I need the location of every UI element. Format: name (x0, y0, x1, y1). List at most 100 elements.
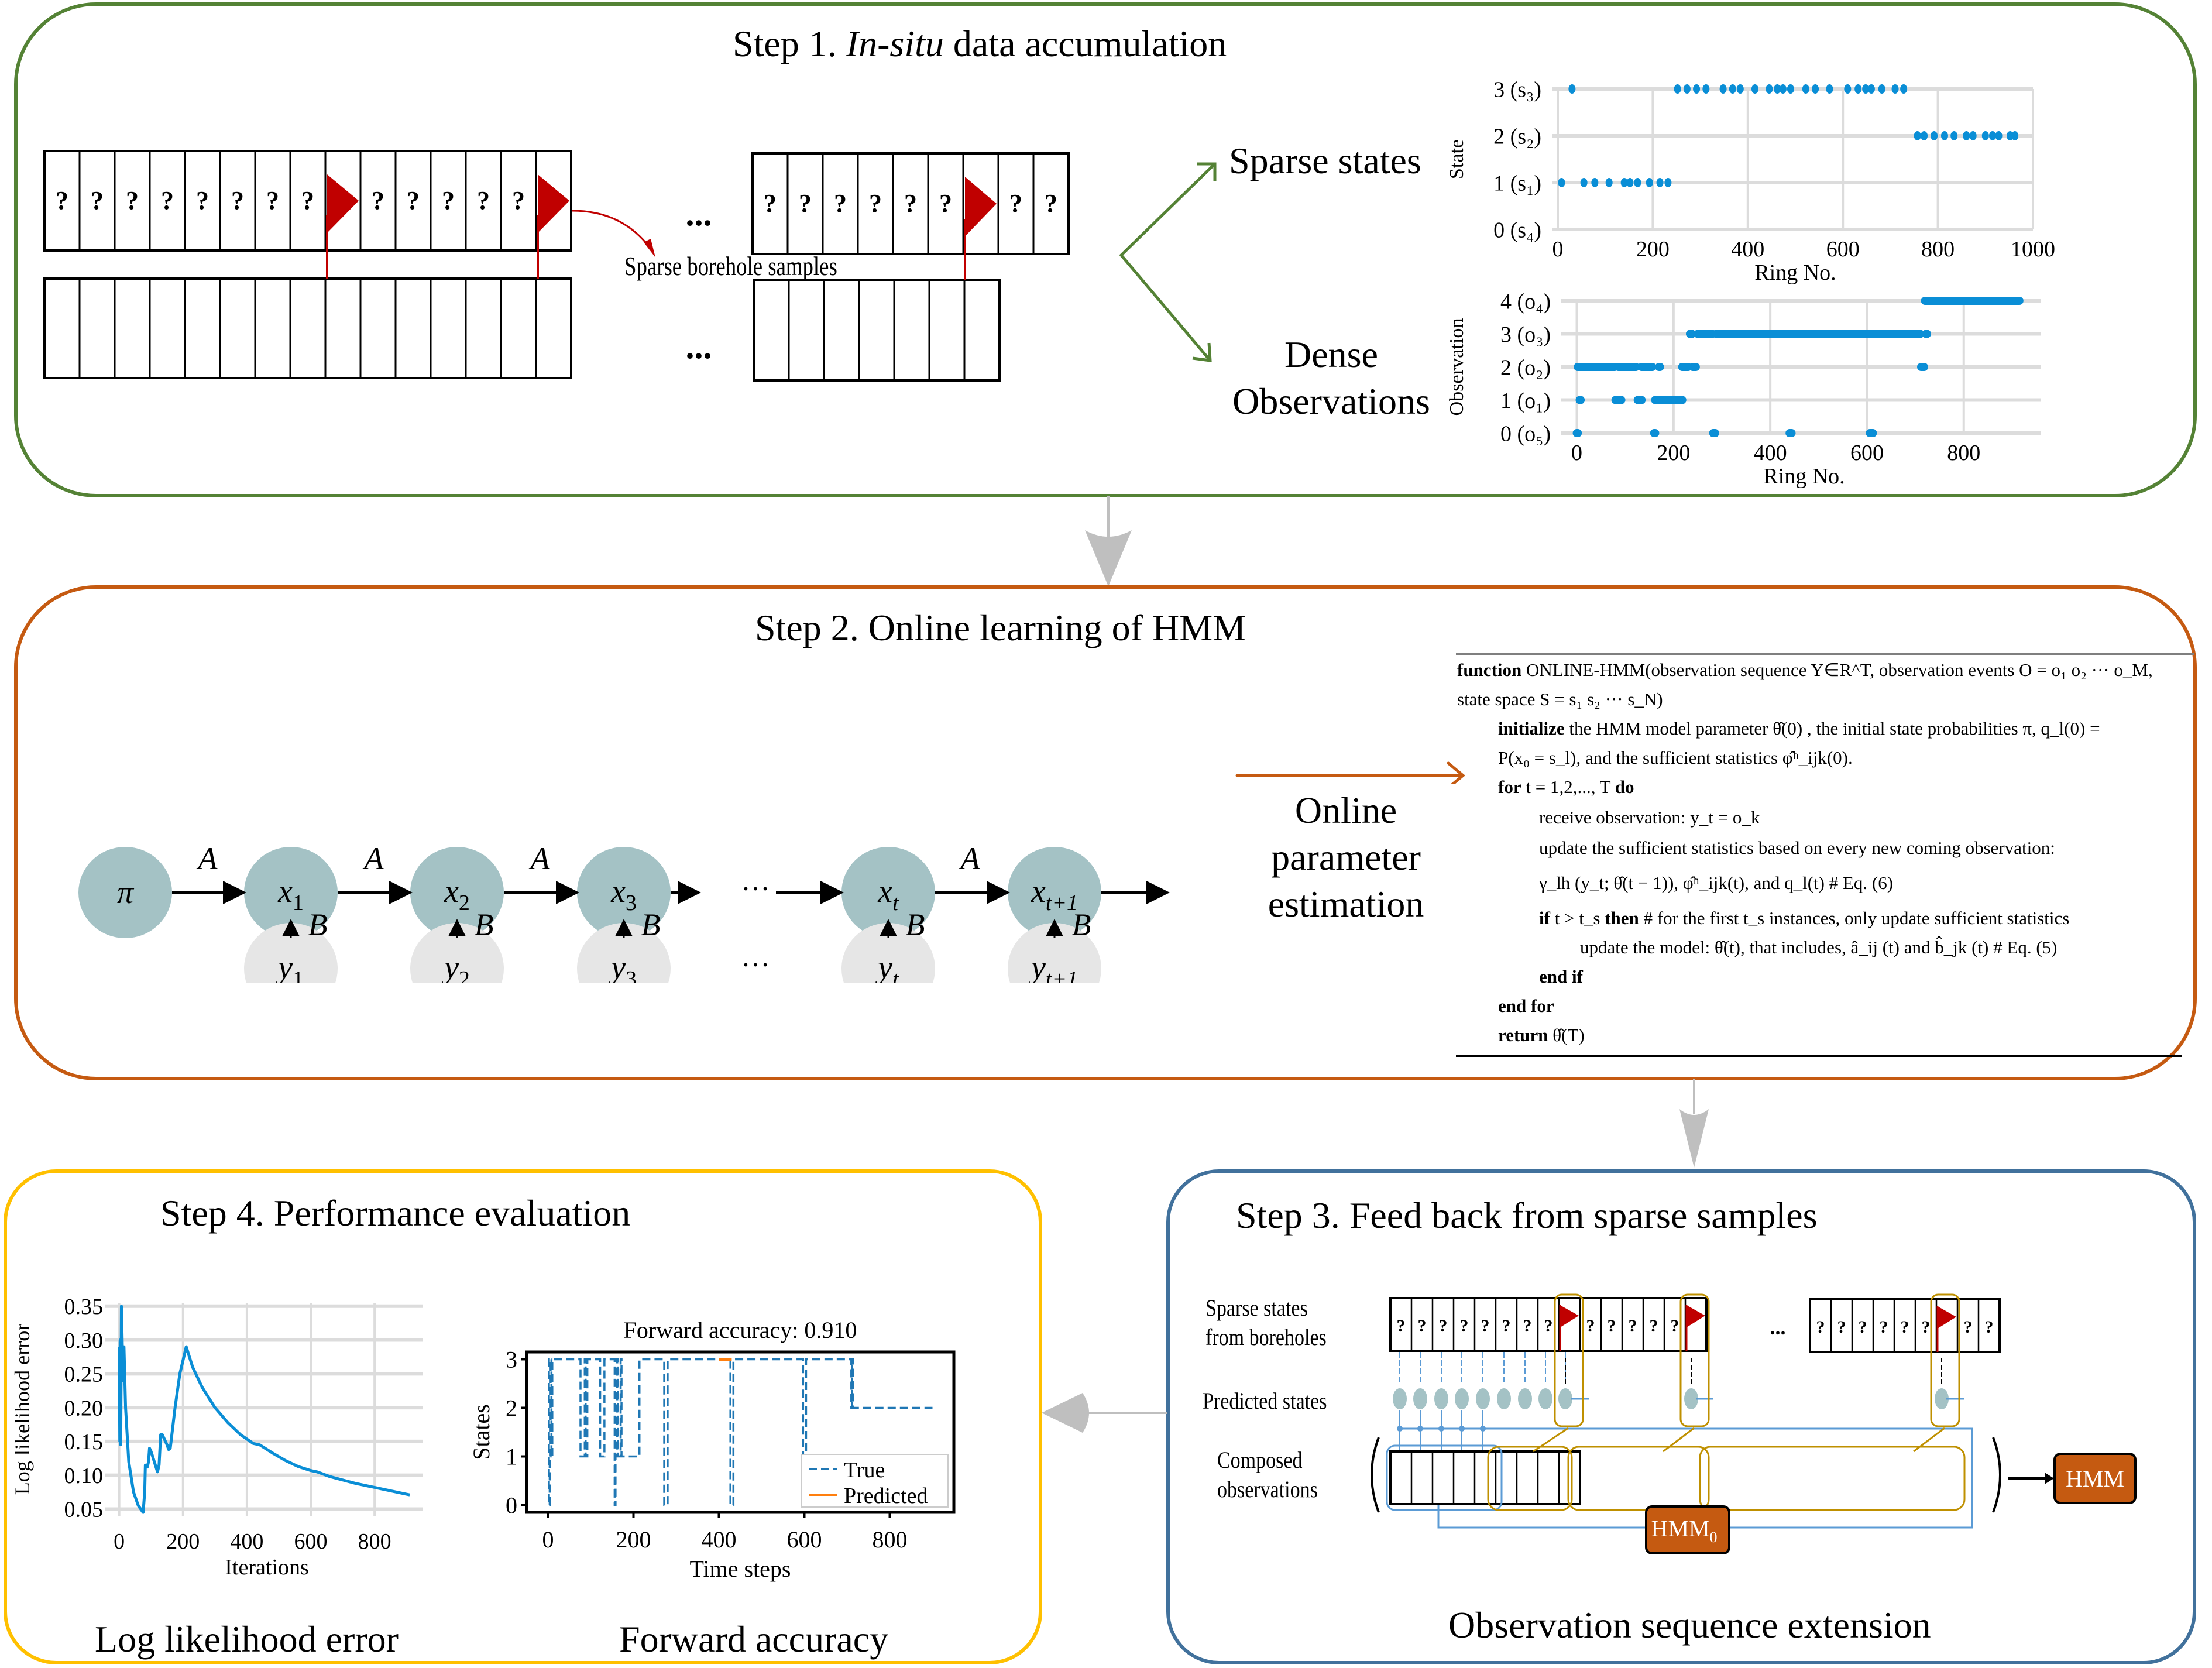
scatter-point (1891, 84, 1899, 94)
observation-node (841, 923, 935, 983)
extension-window-3 (1699, 1446, 1966, 1511)
observation-node (244, 923, 338, 983)
y-tick-label: 0 (o₅) (1500, 421, 1551, 446)
algorithm-line: function ONLINE-HMM(observation sequence… (1457, 655, 2212, 685)
initial-window (1386, 1444, 1503, 1511)
y-tick-label: 2 (s₂) (1493, 124, 1541, 149)
y-axis-label: State (1446, 139, 1468, 179)
x-tick-label: 800 (1947, 441, 1980, 465)
predicted-state-node (1684, 1388, 1698, 1409)
sparse-boreholes-line1: Sparse states (1205, 1295, 1308, 1321)
y-tick-label: 1 (o₁) (1500, 389, 1551, 413)
unknown-state: ? (231, 186, 244, 215)
algorithm-keyword: end for (1498, 996, 1554, 1016)
log-likelihood-caption: Log likelihood error (95, 1618, 399, 1660)
feedback-dot (1459, 1426, 1465, 1432)
x-tick-label: 800 (358, 1529, 391, 1554)
feedback-dot (1417, 1426, 1423, 1432)
emission-label: B (475, 907, 494, 942)
algorithm-top-rule (1456, 653, 2194, 655)
extension-window-1 (1487, 1446, 1573, 1511)
scatter-point (1812, 84, 1819, 94)
scatter-point (1591, 178, 1599, 187)
scatter-point (1779, 84, 1787, 94)
sample-highlight (1554, 1293, 1584, 1427)
state-node (244, 847, 338, 938)
unknown-state: ? (764, 189, 777, 218)
scatter-point (1862, 84, 1870, 94)
unknown-state: ? (834, 189, 847, 218)
node-label: xt+1 (1031, 873, 1078, 915)
x-tick-label: 0 (1571, 441, 1582, 465)
scatter-point (1774, 84, 1781, 94)
y-tick-label: 3 (o₃) (1500, 322, 1551, 347)
unknown-state: ? (1439, 1316, 1448, 1336)
predicted-state-node (1393, 1388, 1407, 1409)
flag-icon (327, 174, 359, 233)
scatter-point (1988, 131, 1996, 140)
scatter-point (1580, 178, 1588, 187)
transition-label: A (363, 841, 384, 876)
feedback-line (1400, 1427, 1973, 1529)
state-node-1: x2 (410, 847, 504, 938)
extension-pointer (1913, 1427, 1945, 1453)
flag-icon (965, 177, 997, 236)
to-hmm-arrowhead (2045, 1473, 2054, 1484)
sparse-boreholes-line2: from boreholes (1205, 1324, 1327, 1350)
algorithm-text: state space S = s₁ s₂ ··· s_N) (1457, 689, 1663, 709)
ellipsis: ... (1770, 1316, 1786, 1339)
scatter-point (1664, 178, 1672, 187)
sparse-strip-left: ????????????? (1389, 1297, 1708, 1352)
sequence-extension-caption: Observation sequence extension (1448, 1604, 1931, 1646)
hmm-box-rect (2053, 1453, 2137, 1504)
ellipsis: ··· (741, 872, 770, 905)
algorithm-line: for t = 1,2,..., T do (1457, 773, 2212, 802)
scatter-point (1914, 131, 1921, 140)
unknown-state: ? (442, 186, 455, 215)
node-label: y2 (441, 949, 470, 983)
unknown-state: ? (1460, 1316, 1469, 1336)
strip-frame (43, 150, 572, 252)
hmm0-box: HMM0 (1645, 1505, 1730, 1554)
borehole-pointer-head (644, 239, 655, 258)
obs-node-2: y3 (577, 923, 671, 983)
predicted-state-node (1558, 1388, 1572, 1409)
sparse-strip-right: ???????? (751, 152, 1070, 255)
estimation-line3: estimation (1268, 883, 1424, 925)
scatter-point (2011, 131, 2019, 140)
composed-observations-label: Composed observations (1217, 1446, 1318, 1504)
unknown-state: ? (1985, 1317, 1994, 1337)
x-tick-label: 1000 (2011, 237, 2055, 262)
scatter-point (1931, 131, 1938, 140)
step2-title: Step 2. Online learning of HMM (755, 607, 1246, 648)
node-label: xt (877, 873, 899, 915)
state-node-3: xt (841, 847, 935, 938)
state-node-2: x3 (577, 847, 671, 938)
unknown-state: ? (1523, 1316, 1532, 1336)
algorithm-text: # for the first t_s instances, only upda… (1639, 908, 2070, 928)
strip-frame (753, 279, 1001, 382)
left-bracket (1371, 1437, 1380, 1513)
scatter-point (1736, 84, 1744, 94)
scatter-point (1751, 84, 1758, 94)
unknown-state: ? (266, 186, 279, 215)
unknown-state: ? (1671, 1316, 1679, 1336)
feedback-dot (1438, 1426, 1444, 1432)
node-label: x1 (277, 873, 304, 915)
algorithm-bottom-rule (1456, 1055, 2182, 1057)
x-axis-label: Iterations (225, 1555, 309, 1580)
scatter-point (1702, 84, 1710, 94)
extension-window-2 (1567, 1446, 1710, 1511)
algorithm-line: end for (1457, 991, 2212, 1021)
hmm0-label: HMM0 (1651, 1515, 1717, 1546)
algorithm-line: update the model: θ̂(t), that includes, … (1457, 933, 2212, 962)
node-label: y1 (275, 949, 304, 983)
algorithm-keyword: if (1539, 908, 1550, 928)
predicted-state-node (1434, 1388, 1448, 1409)
node-label: y3 (608, 949, 637, 983)
unknown-state: ? (126, 186, 139, 215)
emission-label: B (641, 907, 661, 942)
scatter-point (1969, 131, 1977, 140)
strip-frame (751, 152, 1070, 255)
sparse-strip-left: ????????????? (43, 150, 572, 252)
